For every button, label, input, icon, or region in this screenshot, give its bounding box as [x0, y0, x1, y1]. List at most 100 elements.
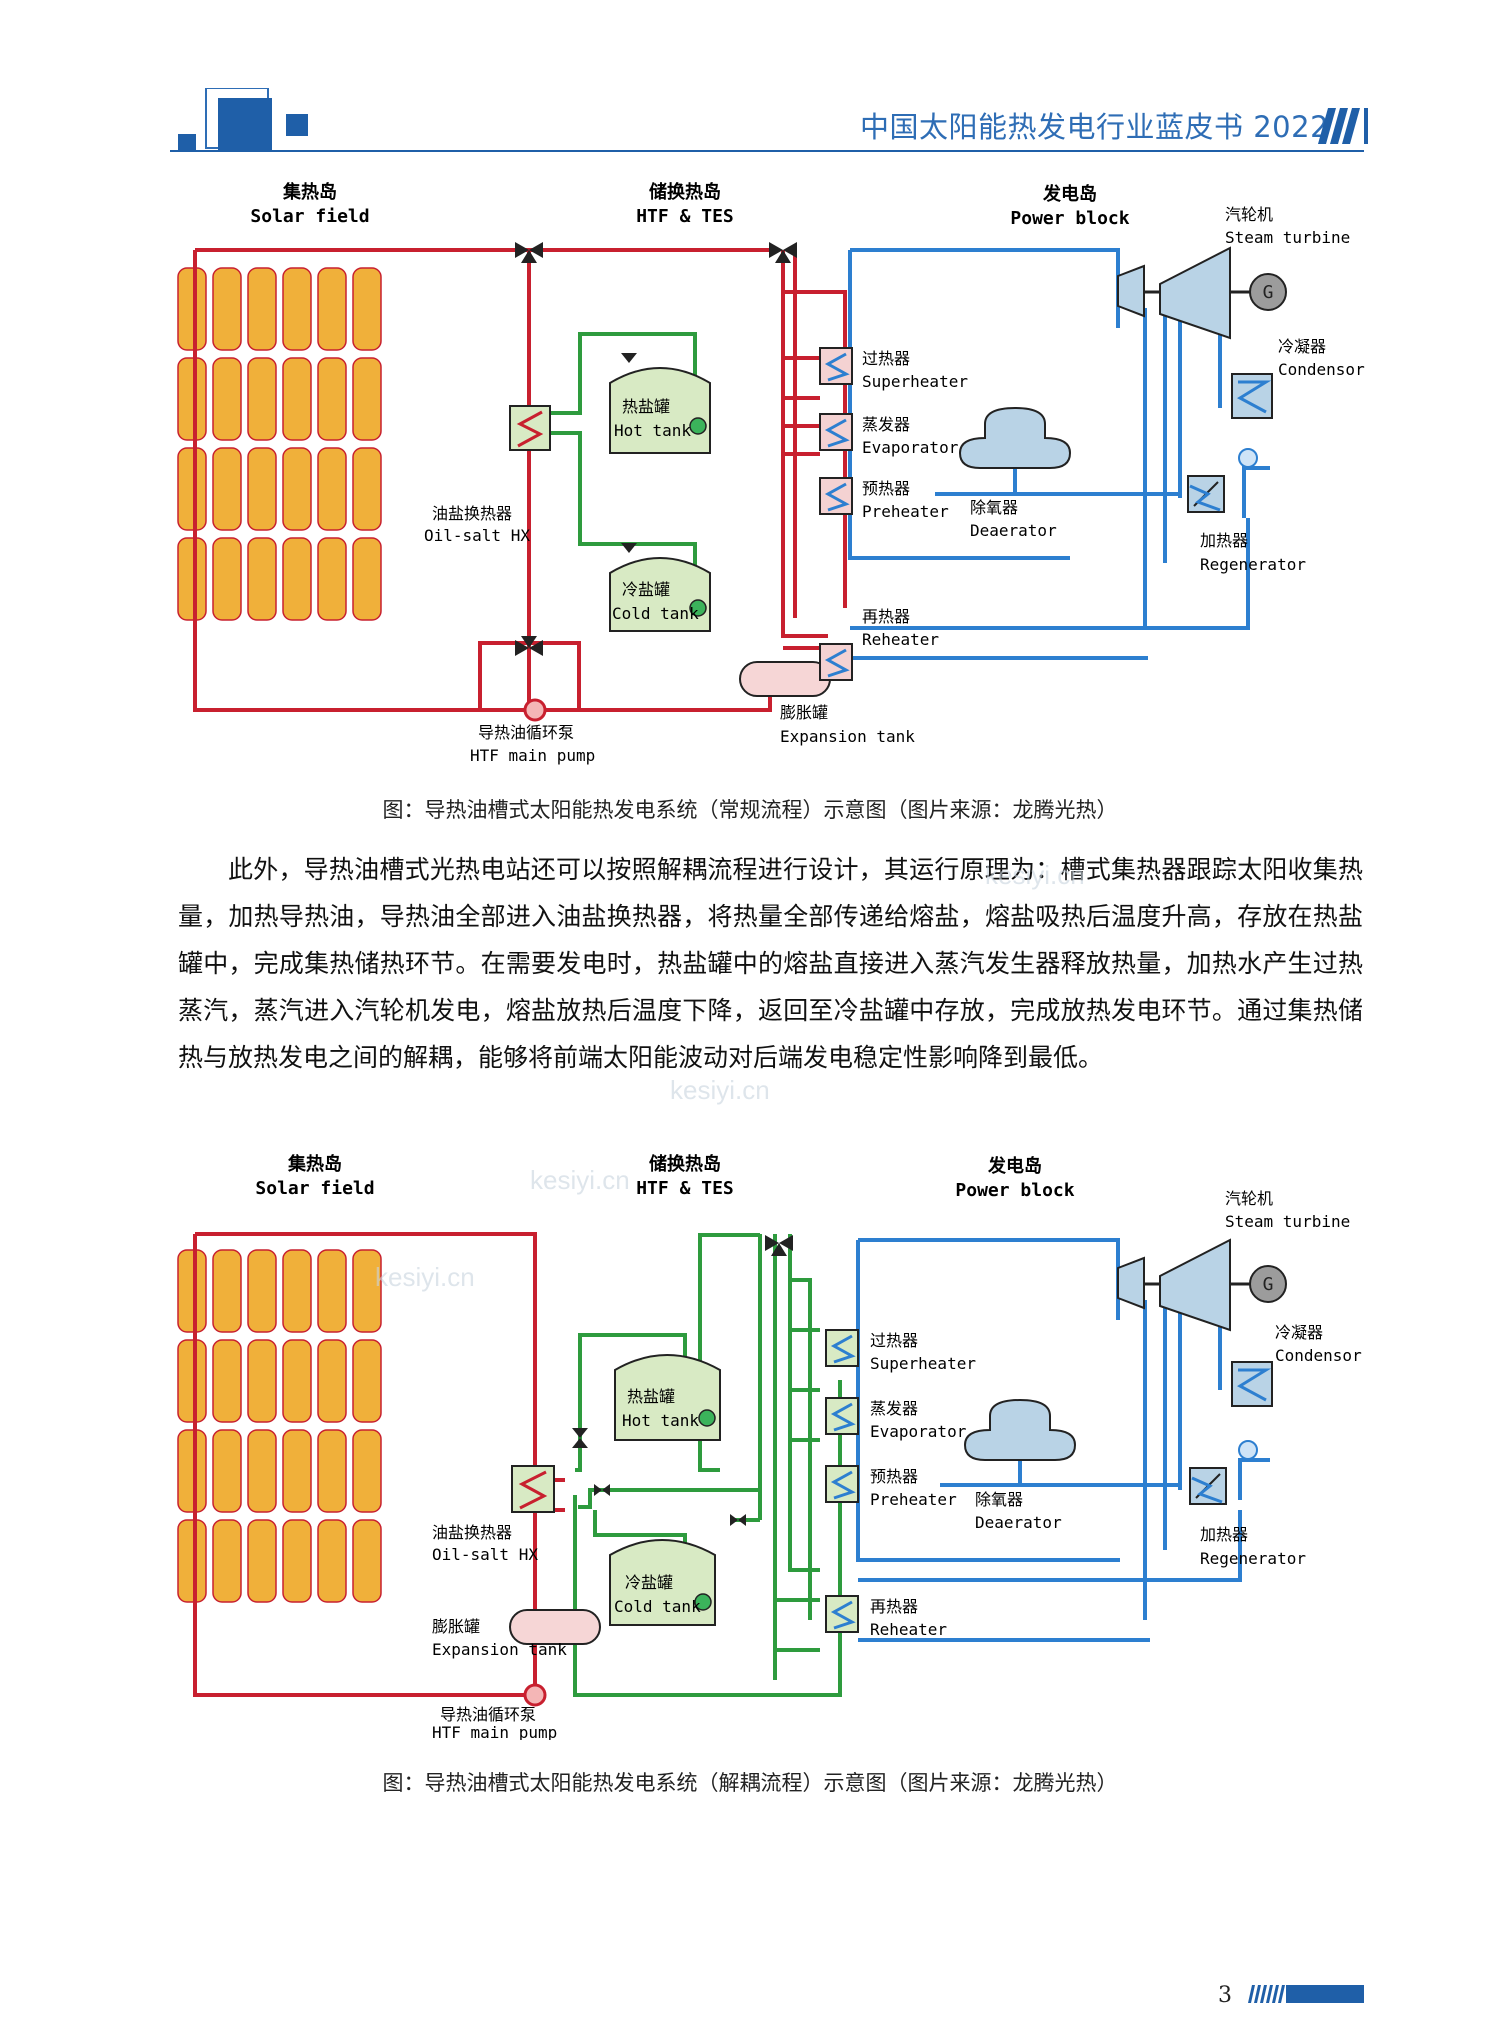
valve-icon	[572, 1428, 746, 1526]
superheater-cn: 过热器	[862, 349, 910, 368]
trough-collector	[352, 447, 382, 531]
watermark: kesiyi.cn	[530, 1165, 630, 1195]
trough-collector	[212, 1339, 242, 1423]
trough-collector	[317, 1339, 347, 1423]
condenser-en: Condensor	[1278, 360, 1365, 379]
body-paragraph: 此外，导热油槽式光热电站还可以按照解耦流程进行设计，其运行原理为：槽式集热器跟踪…	[178, 846, 1363, 1081]
trough-collector	[177, 537, 207, 621]
trough-collector	[352, 1249, 382, 1333]
hx-cn: 油盐换热器	[432, 504, 512, 523]
pump-cn: 导热油循环泵	[478, 723, 574, 742]
turbine-en: Steam turbine	[1225, 1212, 1350, 1231]
header-logo	[178, 87, 318, 158]
regenerator-cn: 加热器	[1200, 531, 1248, 550]
hot-tank-en: Hot tank	[614, 421, 691, 440]
preheater-en: Preheater	[862, 502, 949, 521]
oil-salt-hx	[509, 405, 551, 451]
footer-stripes	[1248, 1985, 1366, 2003]
trough-collector	[352, 1339, 382, 1423]
turbine-cn: 汽轮机	[1225, 1189, 1273, 1208]
regenerator-cn: 加热器	[1200, 1525, 1248, 1544]
solar-field-en: Solar field	[255, 1178, 374, 1199]
collector-array	[177, 1249, 382, 1603]
trough-collector	[282, 1339, 312, 1423]
htf-en: HTF & TES	[636, 1178, 734, 1199]
deaerator-en: Deaerator	[970, 521, 1057, 540]
cold-tank-en: Cold tank	[614, 1597, 701, 1616]
trough-collector	[317, 1249, 347, 1333]
trough-collector	[247, 1519, 277, 1603]
trough-collector	[282, 1249, 312, 1333]
cold-tank	[609, 1539, 716, 1626]
trough-collector	[247, 537, 277, 621]
deaerator-cn: 除氧器	[975, 1490, 1023, 1509]
solar-field-cn: 集热岛	[282, 181, 337, 203]
power-cn: 发电岛	[1042, 183, 1097, 205]
cold-tank-en: Cold tank	[612, 604, 699, 623]
solar-field-cn: 集热岛	[287, 1153, 342, 1175]
trough-collector	[317, 1519, 347, 1603]
valve-icon	[765, 1235, 793, 1256]
cold-tank-cn: 冷盐罐	[625, 1573, 673, 1592]
trough-collector	[282, 267, 312, 351]
trough-collector	[317, 267, 347, 351]
diagram-decoupled: G 集热岛 Solar field 储换热岛 HTF & TES 发电岛 Pow…	[170, 1140, 1370, 1742]
evaporator-en: Evaporator	[862, 438, 959, 457]
trough-collector	[212, 537, 242, 621]
trough-collector	[317, 1429, 347, 1513]
trough-collector	[212, 357, 242, 441]
trough-collector	[177, 267, 207, 351]
heat-exchanger-stack	[819, 347, 853, 681]
header-title: 中国太阳能热发电行业蓝皮书 2022	[860, 110, 1330, 144]
deaerator-cn: 除氧器	[970, 498, 1018, 517]
trough-collector	[177, 447, 207, 531]
trough-collector	[212, 1429, 242, 1513]
regenerator-en: Regenerator	[1200, 1549, 1306, 1568]
solar-field-en: Solar field	[250, 206, 369, 227]
trough-collector	[317, 537, 347, 621]
reheater-en: Reheater	[870, 1620, 947, 1639]
hx-en: Oil-salt HX	[432, 1545, 538, 1564]
trough-collector	[247, 447, 277, 531]
expansion-tank	[509, 1609, 601, 1645]
power-en: Power block	[1010, 208, 1129, 229]
condenser	[1231, 373, 1273, 468]
figure-caption-2: 图：导热油槽式太阳能热发电系统（解耦流程）示意图（图片来源：龙腾光热）	[382, 1771, 1118, 1795]
pump-cn: 导热油循环泵	[440, 1705, 536, 1724]
deaerator	[958, 406, 1072, 469]
power-en: Power block	[955, 1180, 1074, 1201]
trough-collector	[352, 357, 382, 441]
steam-turbine: G	[1117, 1238, 1287, 1332]
trough-collector	[247, 1429, 277, 1513]
evaporator-cn: 蒸发器	[870, 1399, 918, 1418]
trough-collector	[317, 447, 347, 531]
regenerator-en: Regenerator	[1200, 555, 1306, 574]
condenser-cn: 冷凝器	[1275, 1323, 1323, 1342]
trough-collector	[177, 1429, 207, 1513]
pump-en: HTF main pump	[432, 1723, 557, 1740]
reheater-cn: 再热器	[870, 1597, 918, 1616]
salt-loop	[545, 332, 697, 604]
power-cn: 发电岛	[987, 1155, 1042, 1177]
trough-collector	[212, 1249, 242, 1333]
valve-icon	[515, 636, 543, 656]
trough-collector	[177, 1339, 207, 1423]
superheater-en: Superheater	[862, 372, 968, 391]
regenerator	[1187, 475, 1225, 513]
trough-collector	[352, 537, 382, 621]
preheater-en: Preheater	[870, 1490, 957, 1509]
trough-collector	[282, 357, 312, 441]
trough-collector	[177, 1249, 207, 1333]
trough-collector	[282, 537, 312, 621]
cold-tank	[609, 543, 711, 632]
generator-label: G	[1263, 282, 1274, 303]
salt-loop	[573, 1233, 842, 1697]
hot-tank-en: Hot tank	[622, 1411, 699, 1430]
reheater-en: Reheater	[862, 630, 939, 649]
trough-collector	[352, 1519, 382, 1603]
cold-tank-cn: 冷盐罐	[622, 580, 670, 599]
condenser-en: Condensor	[1275, 1346, 1362, 1365]
trough-collector	[247, 1249, 277, 1333]
trough-collector	[212, 267, 242, 351]
trough-collector	[247, 357, 277, 441]
